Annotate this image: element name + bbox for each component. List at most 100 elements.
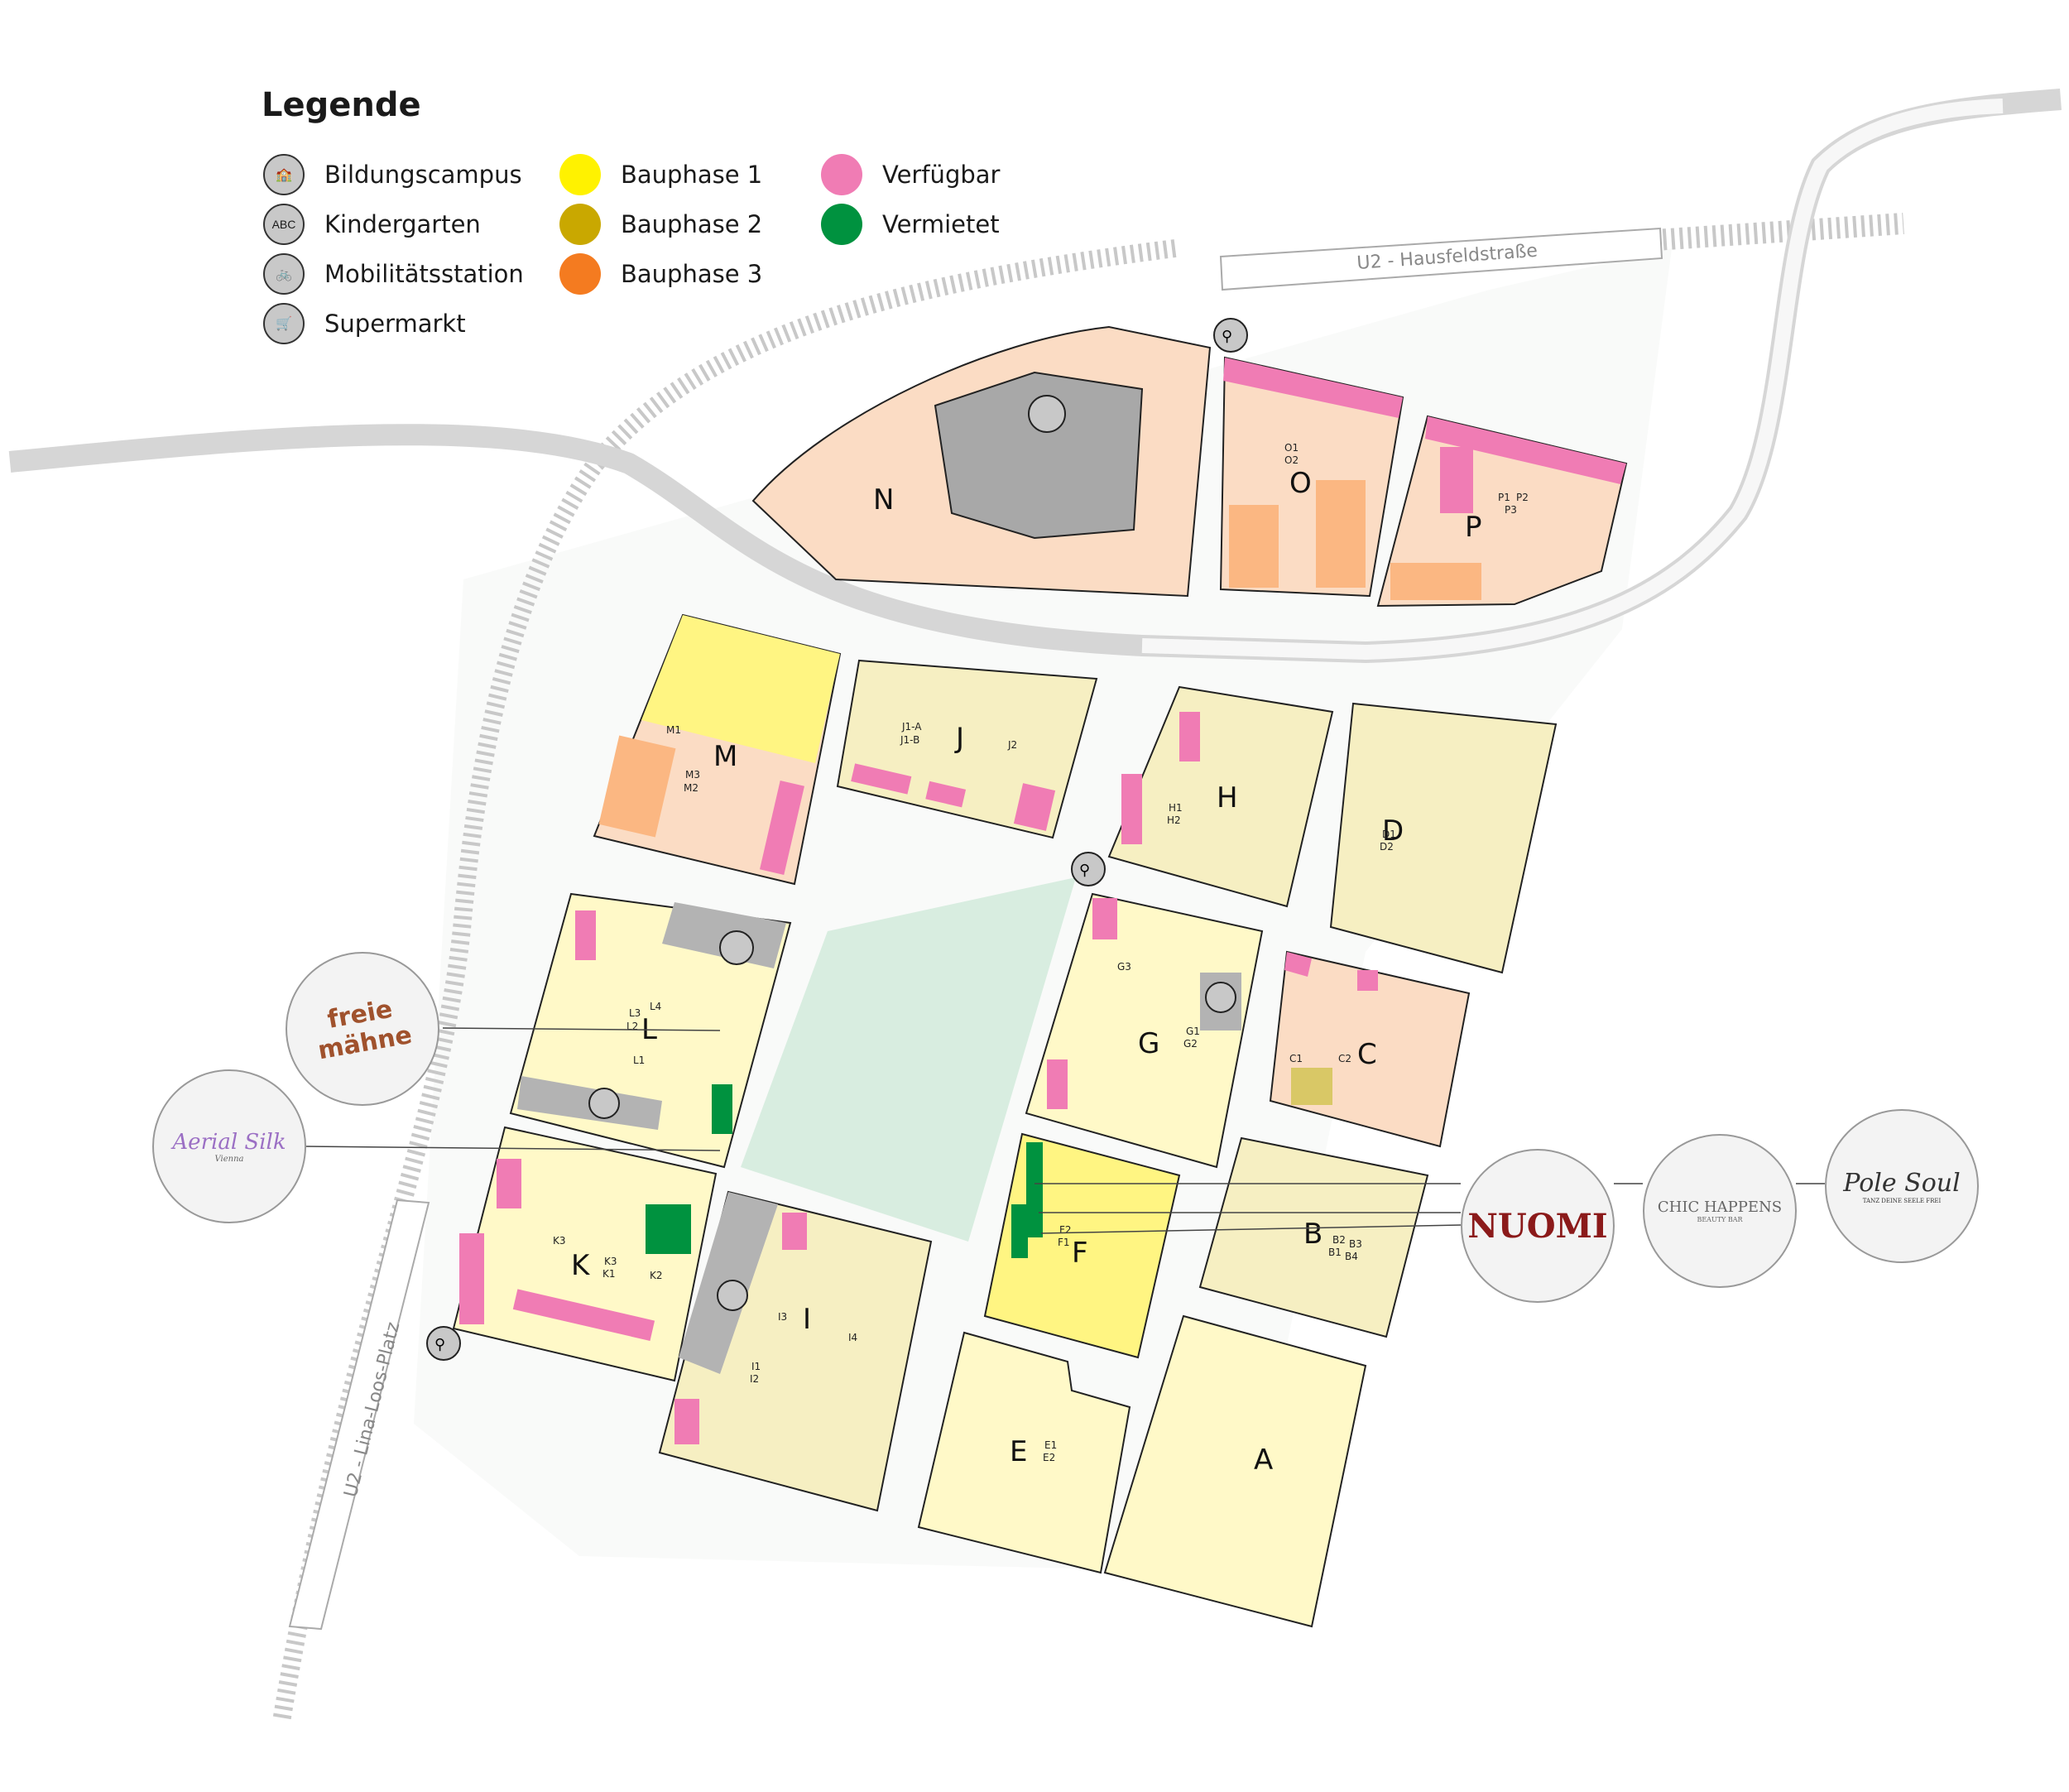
swatch-bauphase-1 (559, 154, 601, 195)
svg-text:M3: M3 (685, 769, 700, 781)
abc-blocks-icon-i (717, 1280, 748, 1311)
lot-j: J J1-A J1-B J2 (836, 659, 1098, 839)
school-icon (1028, 395, 1066, 433)
svg-text:I4: I4 (848, 1332, 857, 1343)
lot-label-b: B (1303, 1218, 1323, 1251)
lot-label-c: C (1357, 1038, 1377, 1071)
cart-icon (719, 930, 754, 965)
lot-label-j: J (954, 722, 964, 755)
svg-text:K1: K1 (602, 1268, 616, 1280)
lot-label-d: D (1382, 814, 1404, 848)
school-building (934, 371, 1144, 540)
legend-item-mobilitaetsstation: 🚲 Mobilitätsstation (263, 251, 524, 297)
swatch-bauphase-2 (559, 204, 601, 245)
svg-text:L2: L2 (626, 1021, 638, 1032)
svg-text:G3: G3 (1117, 961, 1131, 973)
svg-text:D2: D2 (1380, 841, 1394, 853)
lot-i: I I3 I4 I1 I2 (658, 1190, 933, 1512)
svg-text:P2: P2 (1516, 492, 1529, 503)
school-icon: 🏫 (263, 154, 305, 195)
swatch-bauphase-3 (559, 253, 601, 295)
lot-p: P P1 P2 P3 (1376, 415, 1628, 608)
lot-label-i: I (803, 1303, 811, 1336)
tenant-logo-aerial-silk[interactable]: Aerial Silk Vienna (152, 1069, 306, 1223)
lot-n: N (751, 325, 1212, 598)
tenant-leader-lines (305, 1027, 1825, 1234)
lot-e: E E1 E2 (917, 1331, 1131, 1574)
abc-blocks-icon-l (588, 1088, 620, 1119)
svg-text:E2: E2 (1043, 1452, 1055, 1463)
legend-item-supermarkt: 🛒 Supermarkt (263, 300, 466, 347)
svg-text:J1-A: J1-A (901, 721, 922, 733)
lot-label-m: M (713, 740, 737, 773)
svg-text:P1: P1 (1498, 492, 1510, 503)
svg-text:H1: H1 (1169, 802, 1183, 814)
lot-m: M M1 M3 M2 (593, 613, 842, 886)
station-north: U2 - Hausfeldstraße (1219, 227, 1663, 291)
lot-g: G G3 G1 G2 (1025, 892, 1264, 1169)
legend-item-kindergarten: ABC Kindergarten (263, 201, 481, 247)
lot-d: D D1 D2 (1329, 702, 1558, 974)
tenant-logo-freie-maehne[interactable]: freie mähne (286, 952, 439, 1106)
lot-label-a: A (1254, 1444, 1273, 1477)
svg-text:K2: K2 (650, 1270, 663, 1281)
central-park (741, 877, 1076, 1242)
svg-text:P3: P3 (1505, 504, 1517, 516)
swatch-vermietet (821, 204, 862, 245)
svg-text:C2: C2 (1338, 1053, 1351, 1064)
legend-item-bauphase-1: Bauphase 1 (559, 151, 762, 198)
bicycle-icon-center: ⚲ (1071, 852, 1106, 886)
svg-text:M1: M1 (666, 724, 681, 736)
svg-text:K3: K3 (553, 1235, 566, 1247)
railway-north-arc (272, 239, 1177, 1723)
lot-h: H H1 H2 (1107, 685, 1334, 908)
svg-text:F2: F2 (1059, 1224, 1072, 1236)
bicycle-icon-north: ⚲ (1213, 318, 1248, 353)
svg-text:I1: I1 (751, 1361, 761, 1372)
svg-text:H2: H2 (1167, 814, 1181, 826)
lot-label-g: G (1138, 1027, 1159, 1060)
svg-text:L4: L4 (650, 1001, 661, 1012)
lot-k: K K3 K3 K1 K2 (452, 1126, 718, 1382)
svg-text:J2: J2 (1007, 739, 1017, 751)
svg-text:B4: B4 (1345, 1251, 1358, 1262)
svg-text:B1: B1 (1328, 1247, 1342, 1258)
lot-b: B B2 B3 B1 B4 (1198, 1136, 1429, 1338)
lot-label-p: P (1465, 511, 1482, 544)
svg-text:F1: F1 (1058, 1237, 1070, 1248)
tenant-logo-pole-soul[interactable]: Pole Soul TANZ DEINE SEELE FREI (1825, 1109, 1979, 1263)
svg-text:L1: L1 (633, 1055, 645, 1066)
lot-label-h: H (1217, 781, 1238, 814)
abc-blocks-icon-g (1205, 982, 1236, 1013)
svg-text:M2: M2 (684, 782, 698, 794)
lot-l: L L3 L4 L2 L1 (509, 892, 792, 1169)
road-white-segment (1141, 98, 2004, 661)
svg-text:O2: O2 (1284, 454, 1299, 466)
lot-o: O O1 O2 (1219, 356, 1404, 598)
lot-c: C C1 C2 (1269, 950, 1471, 1148)
abc-blocks-icon: ABC (263, 204, 305, 245)
tenant-logo-nuomi[interactable]: NUOMI (1461, 1149, 1615, 1303)
swatch-verfuegbar (821, 154, 862, 195)
svg-text:E1: E1 (1044, 1439, 1057, 1451)
cart-icon: 🛒 (263, 303, 305, 344)
svg-text:O1: O1 (1284, 442, 1299, 454)
svg-text:C1: C1 (1289, 1053, 1303, 1064)
legend-item-vermietet: Vermietet (821, 201, 1000, 247)
svg-text:G1: G1 (1186, 1026, 1200, 1037)
svg-text:D1: D1 (1382, 829, 1396, 840)
lot-label-e: E (1010, 1435, 1027, 1468)
bicycle-icon-west: ⚲ (426, 1326, 461, 1361)
lot-a: A (1103, 1314, 1367, 1628)
svg-text:K3: K3 (604, 1256, 617, 1267)
bicycle-icon: 🚲 (263, 253, 305, 295)
lot-label-n: N (873, 483, 894, 516)
station-west: U2 - Lina-Loos-Platz (288, 1199, 430, 1631)
legend-item-bauphase-2: Bauphase 2 (559, 201, 762, 247)
svg-text:B2: B2 (1332, 1234, 1346, 1246)
tenant-logo-chic-happens[interactable]: CHIC HAPPENS BEAUTY BAR (1643, 1134, 1797, 1288)
svg-text:G2: G2 (1183, 1038, 1198, 1050)
legend-title: Legende (262, 86, 421, 124)
legend-item-verfuegbar: Verfügbar (821, 151, 1000, 198)
